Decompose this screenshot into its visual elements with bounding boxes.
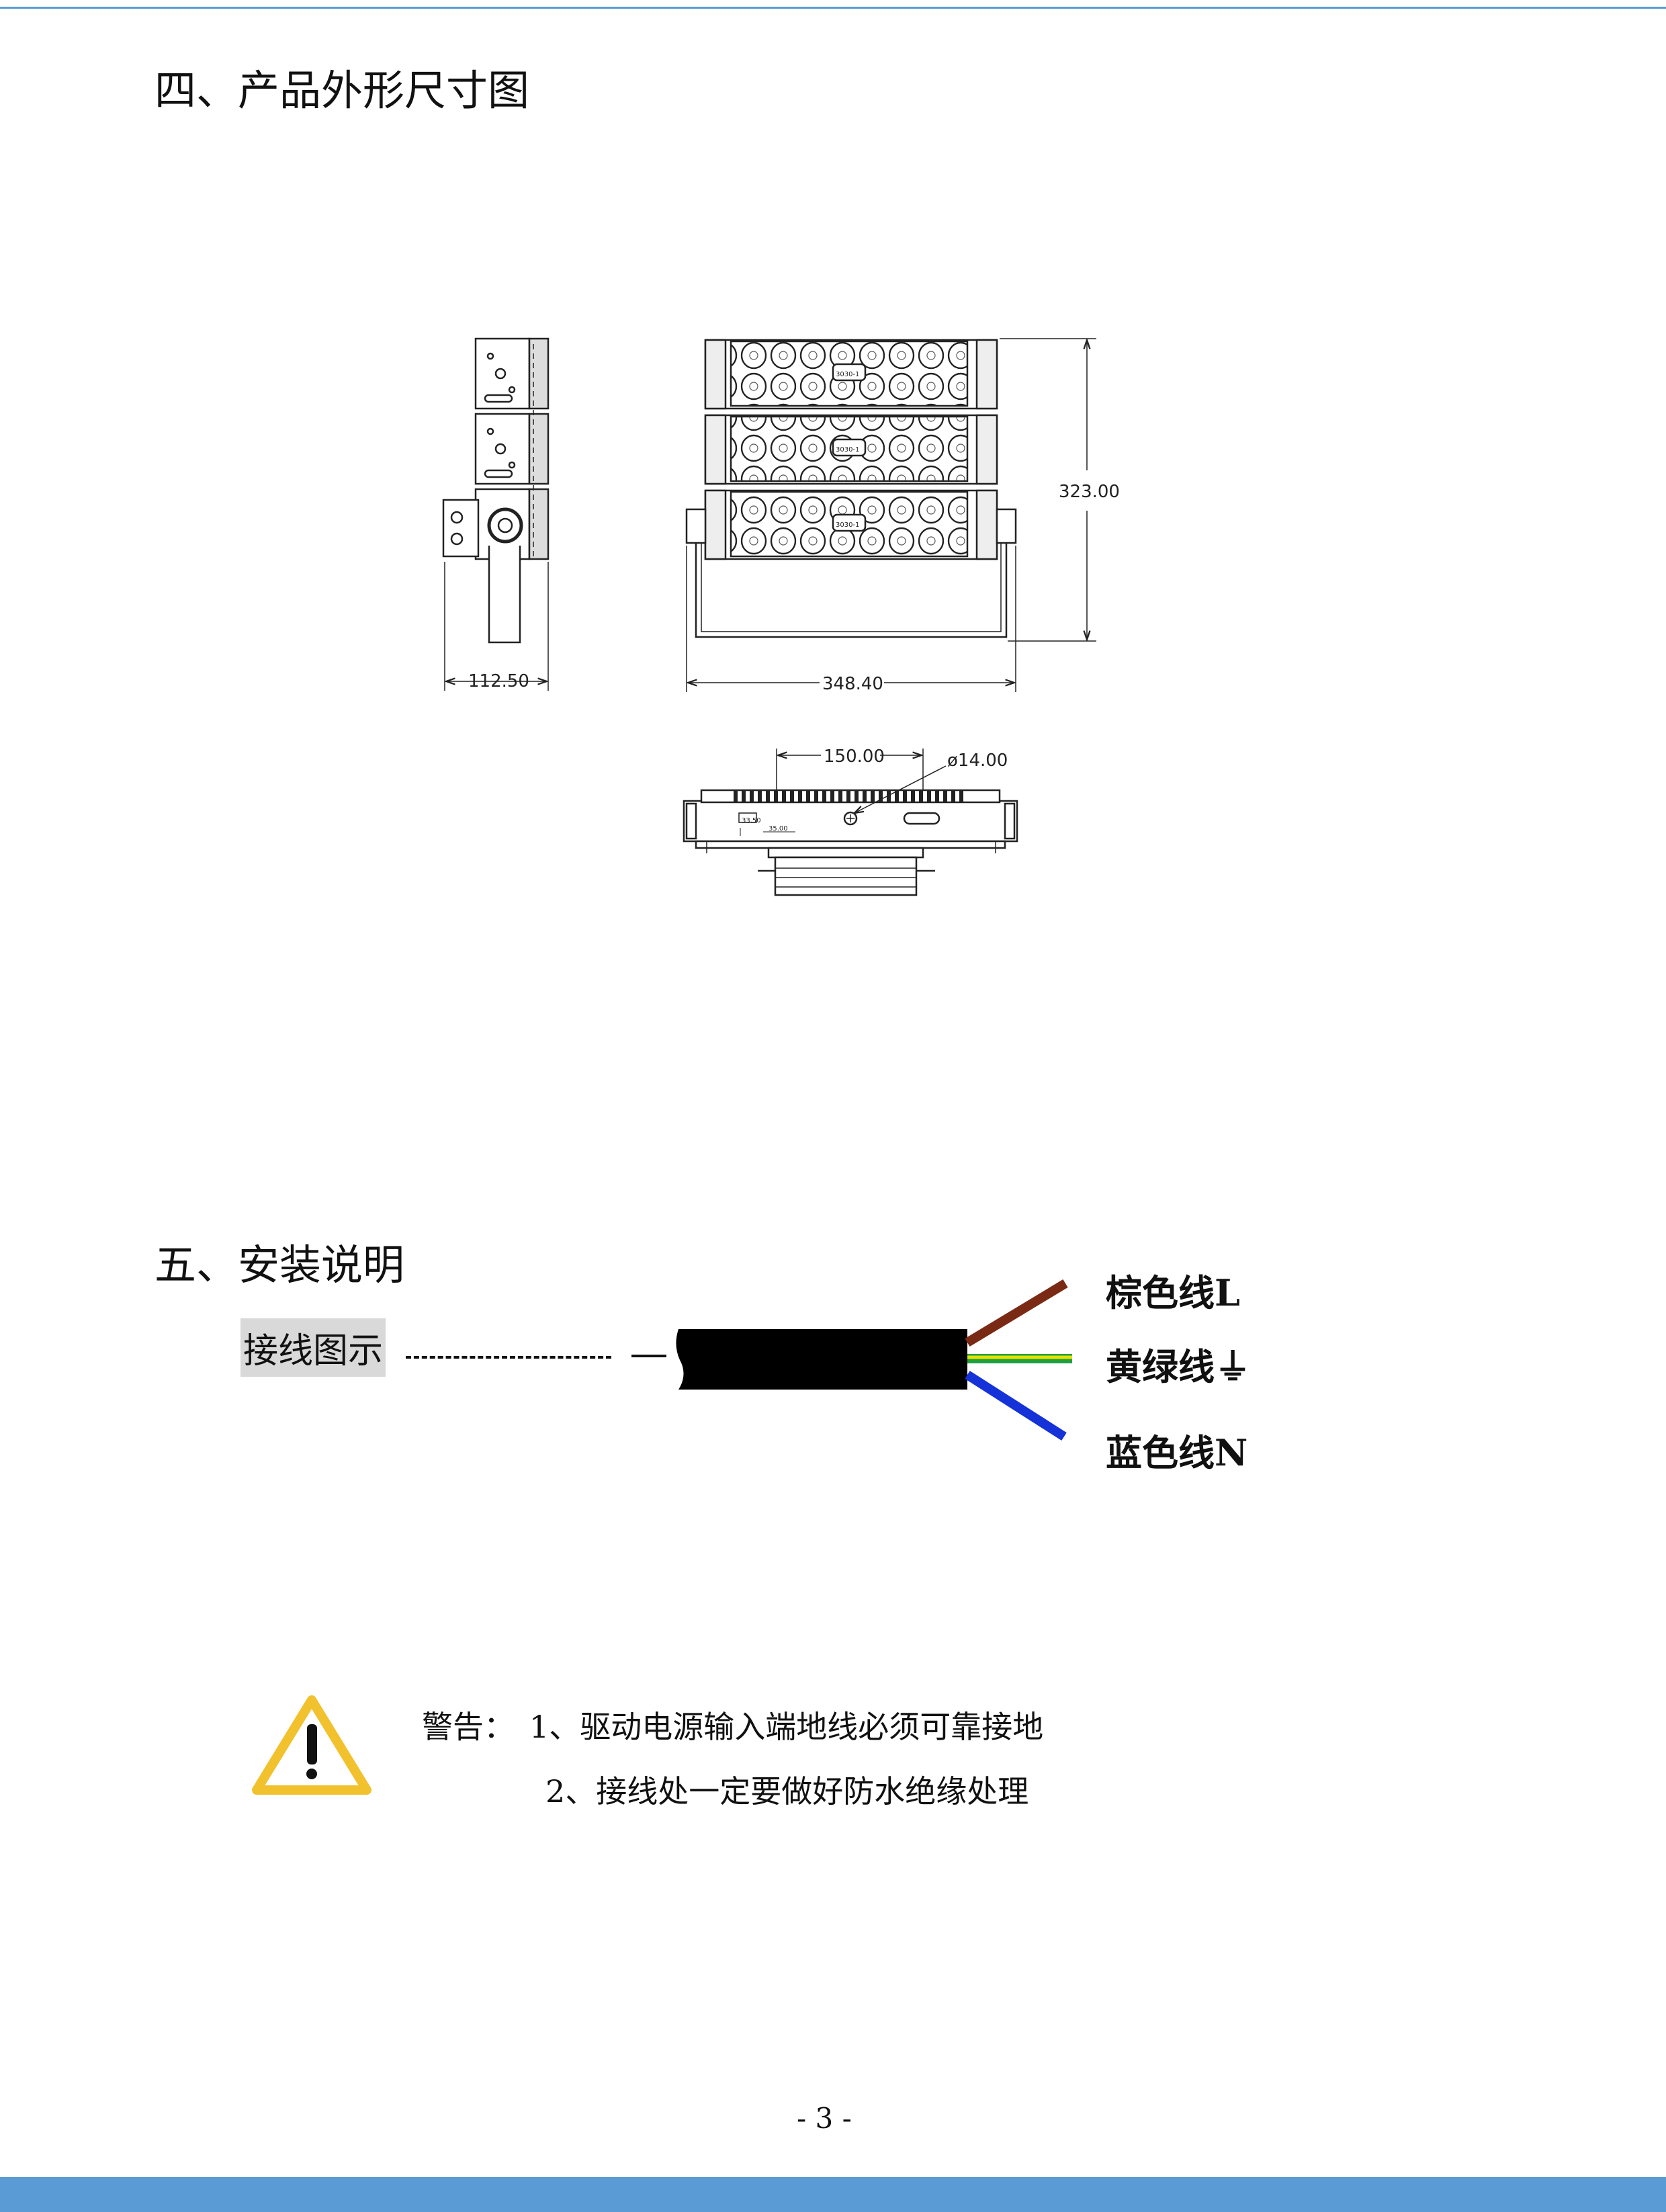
dim-front-width: 348.40 (822, 674, 883, 694)
leader-short-dash (631, 1355, 666, 1357)
side-view (442, 337, 550, 644)
warning-triangle-icon (252, 1695, 371, 1795)
dim-height: 323.00 (1059, 482, 1120, 502)
section-5-heading: 五、安装说明 (155, 1240, 405, 1289)
warning-title: 警告： (422, 1709, 515, 1745)
live-wire-label: 棕色线L (1106, 1271, 1240, 1314)
neutral-wire-label: 蓝色线N (1106, 1431, 1248, 1474)
earth-wire-label: 黄绿线⏚ (1106, 1345, 1251, 1388)
wiring-diagram-label: 接线图示 (240, 1318, 386, 1377)
height-dimension: 323.00 (1000, 338, 1120, 642)
leader-dashed-line (406, 1356, 611, 1359)
top-view (683, 789, 1018, 896)
mount-spacing-dimension: 150.00 ø14.00 33.50 35.00 (740, 747, 1008, 836)
bottom-bar (0, 2177, 1666, 2212)
dim-hole: ø14.00 (947, 751, 1008, 771)
side-width-dimension: 112.50 (444, 562, 549, 691)
dim-small-b: 35.00 (769, 825, 788, 833)
section-4-heading: 四、产品外形尺寸图 (155, 66, 530, 115)
dim-mount-spacing: 150.00 (824, 747, 885, 767)
front-view (685, 339, 1017, 638)
blue-wire (965, 1371, 1067, 1441)
page-number: - 3 - (797, 2102, 852, 2135)
front-width-dimension: 348.40 (686, 546, 1016, 694)
dim-small-a: 33.50 (742, 817, 761, 824)
top-rule (0, 7, 1666, 9)
warning-line-2: 2、接线处一定要做好防水绝缘处理 (545, 1773, 1029, 1810)
dim-side-width: 112.50 (468, 671, 529, 691)
module-badge-3: 3030-1 (836, 521, 859, 529)
brown-wire (965, 1279, 1068, 1347)
module-badge-1: 3030-1 (836, 371, 859, 378)
power-cable (676, 1279, 1072, 1441)
module-badge-2: 3030-1 (836, 446, 859, 454)
warning-line-1: 1、驱动电源输入端地线必须可靠接地 (529, 1709, 1044, 1745)
